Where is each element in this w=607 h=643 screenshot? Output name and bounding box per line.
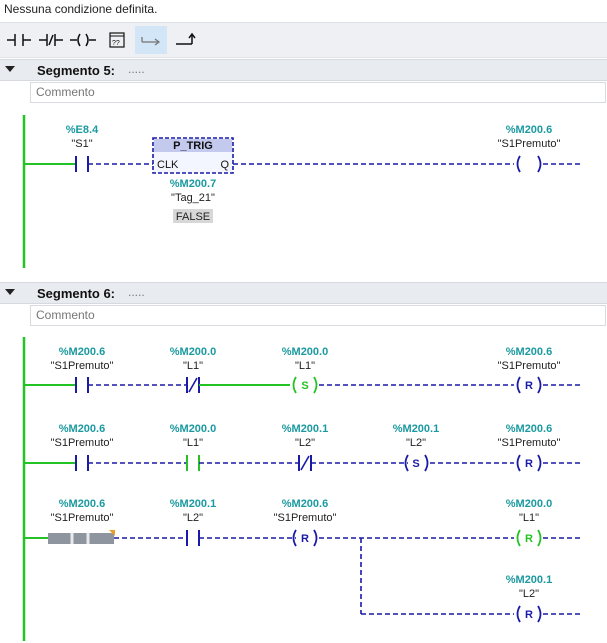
- no-contact-symbol[interactable]: [186, 455, 200, 471]
- segment-6-comment[interactable]: Commento: [30, 305, 606, 326]
- segment-title: Segmento 6:: [37, 286, 116, 301]
- segment-6-rung: %M200.6 "S1Premuto" %M200.0 "L1" %M200.0…: [22, 337, 580, 641]
- branch-open-icon: [141, 37, 161, 46]
- reset-coil-symbol[interactable]: R: [516, 605, 542, 623]
- edge-contact-symbol[interactable]: [48, 530, 115, 544]
- element-tag: "S1Premuto": [51, 437, 114, 449]
- no-contact-icon: [7, 34, 31, 46]
- element-address: %M200.6: [59, 498, 105, 510]
- nc-contact-symbol[interactable]: [186, 377, 200, 393]
- segment-dots: .....: [128, 285, 145, 299]
- p-trig-box[interactable]: [152, 137, 234, 174]
- no-contact-symbol[interactable]: [75, 156, 89, 172]
- element-address: %M200.1: [393, 423, 439, 435]
- branch-close-icon: [176, 32, 196, 45]
- branch-open-button[interactable]: [135, 26, 167, 54]
- contact-tag: "S1": [71, 138, 92, 150]
- element-tag: "S1Premuto": [498, 360, 561, 372]
- contact-address: %E8.4: [66, 124, 99, 136]
- element-tag: "L1": [519, 512, 539, 524]
- element-address: %M200.6: [59, 423, 105, 435]
- no-contact-symbol[interactable]: [75, 455, 89, 471]
- coil-letter: R: [525, 533, 533, 545]
- element-address: %M200.0: [170, 423, 216, 435]
- coil-letter: S: [412, 458, 419, 470]
- coil-letter: R: [301, 533, 309, 545]
- element-tag: "L1": [183, 437, 203, 449]
- set-coil-symbol[interactable]: S: [292, 376, 318, 394]
- segment-6-header[interactable]: Segmento 6: .....: [0, 282, 607, 304]
- element-tag: "S1Premuto": [51, 360, 114, 372]
- nc-contact-symbol[interactable]: [298, 455, 312, 471]
- element-tag: "S1Premuto": [498, 437, 561, 449]
- element-tag: "L2": [295, 437, 315, 449]
- set-coil-symbol[interactable]: S: [404, 454, 429, 472]
- no-contact-button[interactable]: [3, 26, 35, 54]
- box-tag: "Tag_21": [171, 192, 215, 204]
- reset-coil-symbol[interactable]: R: [516, 529, 542, 547]
- coil-symbol[interactable]: [516, 155, 542, 173]
- box-address: %M200.7: [170, 178, 216, 190]
- element-address: %M200.0: [282, 346, 328, 358]
- segment-dots: .....: [128, 62, 145, 76]
- reset-coil-symbol[interactable]: R: [516, 454, 542, 472]
- ladder-toolbar: ??: [0, 22, 607, 58]
- box-value: FALSE: [176, 211, 210, 223]
- nc-contact-button[interactable]: [35, 26, 67, 54]
- reset-coil-symbol[interactable]: R: [516, 376, 542, 394]
- element-tag: "S1Premuto": [274, 512, 337, 524]
- element-address: %M200.6: [506, 346, 552, 358]
- element-address: %M200.0: [170, 346, 216, 358]
- element-address: %M200.1: [170, 498, 216, 510]
- coil-button[interactable]: [67, 26, 99, 54]
- coil-letter: S: [301, 380, 308, 392]
- element-tag: "L1": [183, 360, 203, 372]
- segment-5-comment[interactable]: Commento: [30, 82, 606, 103]
- value-badge-bg: [173, 209, 213, 223]
- coil-address: %M200.6: [506, 124, 552, 136]
- segment-title: Segmento 5:: [37, 63, 116, 78]
- coil-letter: R: [525, 609, 533, 621]
- no-contact-symbol[interactable]: [75, 377, 89, 393]
- box-button[interactable]: ??: [101, 26, 133, 54]
- branch-close-button[interactable]: [169, 26, 201, 54]
- collapse-icon[interactable]: [5, 289, 15, 295]
- svg-text:??: ??: [112, 40, 120, 47]
- element-tag: "S1Premuto": [51, 512, 114, 524]
- element-tag: "L2": [406, 437, 426, 449]
- segment-5-header[interactable]: Segmento 5: .....: [0, 59, 607, 81]
- box-output-label: Q: [220, 159, 229, 171]
- collapse-icon[interactable]: [5, 66, 15, 72]
- element-address: %M200.6: [59, 346, 105, 358]
- coil-letter: R: [525, 458, 533, 470]
- element-address: %M200.6: [282, 498, 328, 510]
- coil-letter: R: [525, 380, 533, 392]
- element-tag: "L2": [183, 512, 203, 524]
- coil-tag: "S1Premuto": [498, 138, 561, 150]
- reset-coil-symbol[interactable]: R: [292, 529, 318, 547]
- no-contact-symbol[interactable]: [186, 530, 200, 546]
- element-address: %M200.6: [506, 423, 552, 435]
- element-address: %M200.0: [506, 498, 552, 510]
- box-title: P_TRIG: [173, 140, 213, 152]
- status-text: Nessuna condizione definita.: [4, 2, 158, 16]
- box-icon: ??: [109, 32, 125, 48]
- element-tag: "L1": [295, 360, 315, 372]
- box-input-label: CLK: [157, 159, 179, 171]
- element-address: %M200.1: [282, 423, 328, 435]
- element-address: %M200.1: [506, 574, 552, 586]
- element-tag: "L2": [519, 588, 539, 600]
- segment-5-rung: %E8.4 "S1" P_TRIG CLK Q %M200.7 "Tag_21"…: [22, 115, 580, 268]
- coil-icon: [70, 33, 96, 47]
- nc-contact-icon: [39, 34, 63, 46]
